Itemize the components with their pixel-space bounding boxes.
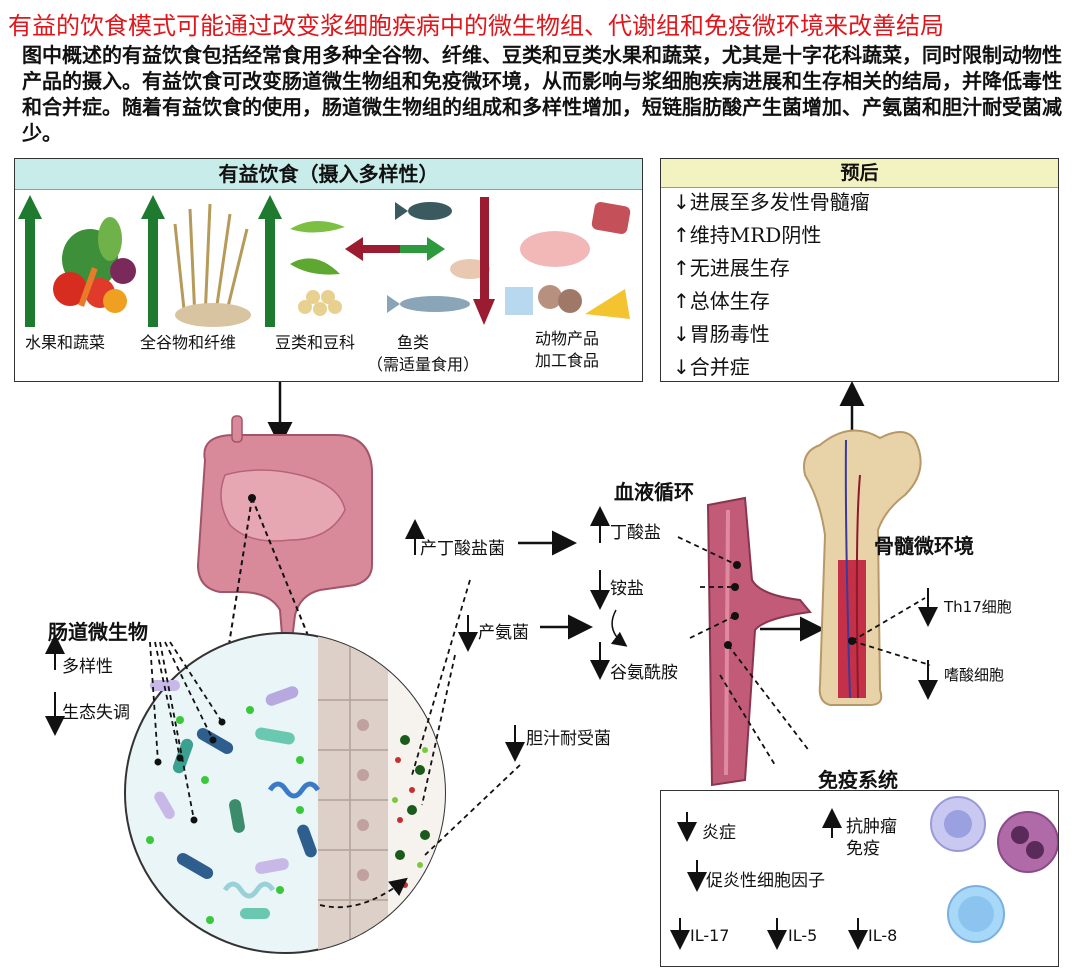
label-eosinophils: 嗜酸细胞 <box>944 666 1005 684</box>
figure-summary: 图中概述的有益饮食包括经常食用多种全谷物、纤维、豆类和豆类水果和蔬菜，尤其是十字… <box>22 43 1062 145</box>
arrow-down-icon: ↓ <box>673 355 690 379</box>
grains-icon <box>173 203 249 320</box>
label-il17: IL-17 <box>690 926 730 945</box>
immune-system-panel <box>660 790 1059 967</box>
gut-microbiota-title: 肠道微生物 <box>48 620 148 644</box>
label-dysbiosis: 生态失调 <box>62 703 130 723</box>
prognosis-item: ↓合并症 <box>673 355 750 379</box>
label-legumes: 豆类和豆科 <box>275 333 356 352</box>
label-grains-fiber: 全谷物和纤维 <box>140 333 237 352</box>
prognosis-item: ↑维持MRD阴性 <box>673 223 822 247</box>
label-fruits-vegetables: 水果和蔬菜 <box>25 333 106 352</box>
label-immunity: 免疫 <box>846 839 880 859</box>
label-fish: 鱼类 <box>397 333 430 352</box>
immune-system-title: 免疫系统 <box>818 768 898 792</box>
immune-cell-icon <box>930 796 986 852</box>
prognosis-item: ↑无进展生存 <box>673 256 790 280</box>
blood-vessel-icon <box>706 496 812 787</box>
prognosis-item: ↑总体生存 <box>673 289 770 313</box>
arrow-up-icon: ↑ <box>673 289 690 313</box>
label-il5: IL-5 <box>788 926 818 945</box>
label-proinflammatory-cytokines: 促炎性细胞因子 <box>706 871 825 891</box>
label-bile-tolerant: 胆汁耐受菌 <box>526 729 611 749</box>
figure-title: 有益的饮食模式可能通过改变浆细胞疾病中的微生物组、代谢组和免疫微环境来改善结局 <box>8 12 944 40</box>
bone-marrow-title: 骨髓微环境 <box>874 534 974 558</box>
blood-circulation-title: 血液循环 <box>614 480 694 504</box>
label-antitumor: 抗肿瘤 <box>846 817 897 837</box>
gut-microbiome-circle <box>124 632 446 954</box>
bacteria-icon <box>146 680 321 924</box>
arrow-up-icon <box>18 195 42 327</box>
arrow-down-icon <box>473 197 495 325</box>
prognosis-panel: 预后 ↓进展至多发性骨髓瘤 ↑维持MRD阴性 ↑无进展生存 ↑总体生存 ↓胃肠毒… <box>660 158 1059 382</box>
beneficial-diet-panel: 有益饮食（摄入多样性） <box>14 158 643 382</box>
double-arrow-icon <box>345 237 445 261</box>
label-ammonium: 铵盐 <box>610 579 644 599</box>
gut-label-connectors <box>149 641 223 821</box>
immune-cell-icon <box>997 811 1059 873</box>
colon-icon <box>196 415 373 648</box>
arrow-down-icon: ↓ <box>673 322 690 346</box>
label-diversity: 多样性 <box>62 657 113 677</box>
label-animal-products: 动物产品 <box>535 329 600 348</box>
grain-pile-icon <box>175 303 251 327</box>
label-th17: Th17细胞 <box>944 598 1012 616</box>
arrow-up-icon: ↑ <box>673 223 690 247</box>
arrow-up-icon <box>258 195 282 327</box>
immune-cell-icon <box>947 885 1005 943</box>
fish-icon <box>387 202 490 313</box>
prognosis-item: ↓进展至多发性骨髓瘤 <box>673 190 870 214</box>
label-inflammation: 炎症 <box>702 823 736 843</box>
label-fish-note: （需适量食用） <box>367 355 480 374</box>
animal-products-icon <box>505 202 631 319</box>
label-il8: IL-8 <box>868 926 898 945</box>
legumes-icon <box>290 220 345 316</box>
prognosis-header: 预后 <box>661 159 1058 188</box>
prognosis-item: ↓胃肠毒性 <box>673 322 770 346</box>
arrow-up-icon <box>141 195 165 327</box>
label-butyrate: 丁酸盐 <box>610 523 661 543</box>
diet-header: 有益饮食（摄入多样性） <box>15 159 642 190</box>
arrow-down-icon: ↓ <box>673 190 690 214</box>
label-glutamine: 谷氨酰胺 <box>610 663 678 683</box>
label-butyrate-producers: 产丁酸盐菌 <box>420 539 505 559</box>
pathway-illustration <box>45 381 1059 954</box>
label-processed-foods: 加工食品 <box>535 351 600 370</box>
food-illustrations <box>18 195 631 327</box>
femur-icon <box>803 429 922 706</box>
arrow-up-icon: ↑ <box>673 256 690 280</box>
label-ammonia-producers: 产氨菌 <box>478 623 529 643</box>
fruits-vegetables-icon <box>53 217 136 313</box>
